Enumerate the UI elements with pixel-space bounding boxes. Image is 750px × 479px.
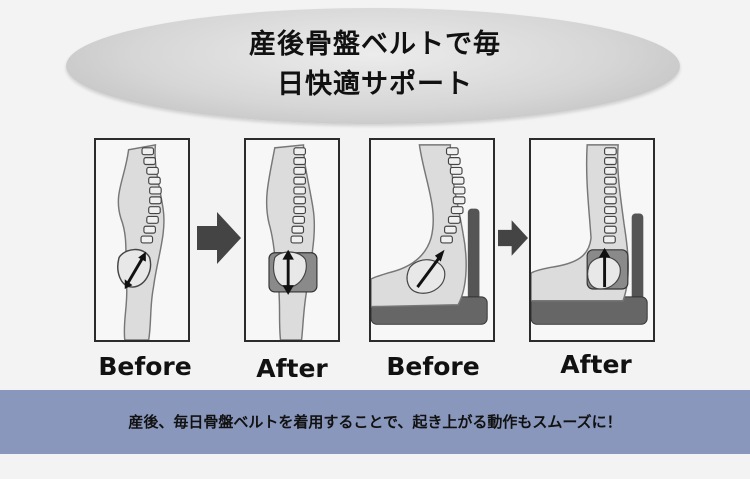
- standing-before-illustration: [94, 138, 190, 342]
- sitting-before-illustration: [369, 138, 495, 342]
- title-ellipse: [66, 8, 680, 124]
- arrow-right-icon: [498, 220, 528, 256]
- panel-label-after-2: After: [560, 350, 632, 379]
- panel-label-before-1: Before: [98, 352, 192, 381]
- title-line-1: 産後骨盤ベルトで毎: [249, 29, 501, 60]
- standing-after-illustration: [244, 138, 340, 342]
- bottom-banner: 産後、毎日骨盤ベルトを着用することで、起き上がる動作もスムーズに！: [0, 390, 750, 454]
- title-line-2: 日快適サポート: [277, 69, 473, 100]
- sitting-after-illustration: [529, 138, 655, 342]
- panel-label-before-2: Before: [386, 352, 480, 381]
- footer-strip: [0, 454, 750, 479]
- panel-label-after-1: After: [256, 354, 328, 383]
- banner-text: 産後、毎日骨盤ベルトを着用することで、起き上がる動作もスムーズに！: [128, 413, 622, 431]
- arrow-right-icon: [197, 212, 241, 264]
